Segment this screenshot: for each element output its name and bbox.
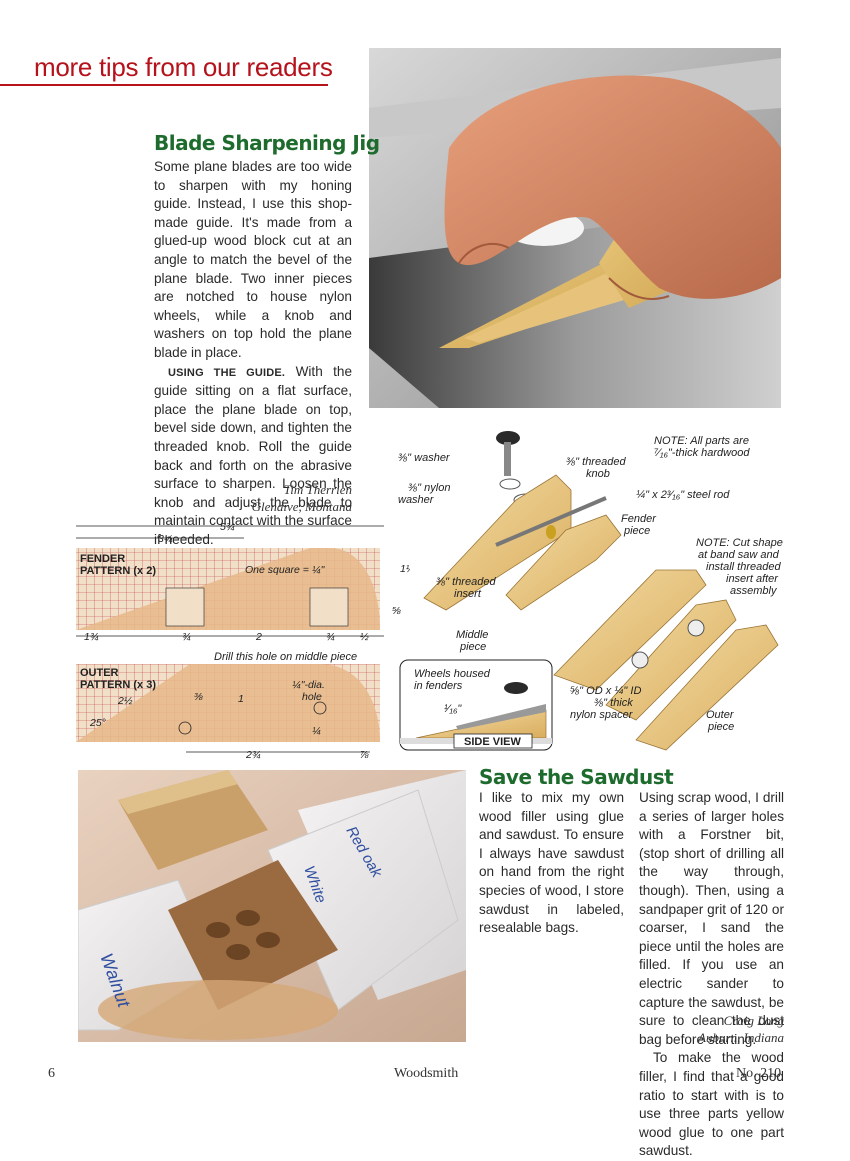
dimension-label: ¼: [312, 725, 321, 737]
note-band-saw: install threaded: [706, 561, 781, 573]
paragraph: Some plane blades are too wide to sharpe…: [154, 159, 352, 360]
article-title-blade-jig: Blade Sharpening Jig: [154, 131, 380, 155]
callout-threaded-knob: ⅜" threaded: [566, 456, 626, 468]
note-hardwood: NOTE: All parts are: [654, 435, 749, 447]
callout-middle-piece: piece: [459, 641, 486, 653]
dimension-label: 1½: [400, 563, 410, 575]
pattern-label: PATTERN (x 3): [80, 679, 156, 691]
exploded-view: ⅜" washer ⅜" nylon washer ⅜" threaded kn…: [398, 431, 783, 751]
author-credit-1: Tim Therrien Glendive, Montana: [154, 481, 352, 515]
paragraph: USING THE GUIDE. With the guide sitting …: [154, 363, 352, 550]
callout-threaded-insert: insert: [454, 588, 482, 600]
dimension-label: 3¼: [158, 533, 173, 545]
article-body-blade-jig: Some plane blades are too wide to sharpe…: [154, 158, 352, 549]
jig-photo: [369, 48, 781, 408]
dimension-label: 5¾: [220, 521, 235, 533]
callout-threaded-insert: ⅜" threaded: [436, 576, 496, 588]
run-in-heading: USING THE GUIDE.: [168, 366, 286, 379]
dimension-label: ¾: [182, 631, 191, 643]
note-band-saw: insert after: [726, 573, 779, 585]
callout-nylon-washer: ⅜" nylon: [408, 482, 450, 494]
pattern-label: PATTERN (x 2): [80, 565, 156, 577]
section-title: more tips from our readers: [34, 52, 333, 82]
note-hardwood: ⁷⁄₁₆"-thick hardwood: [654, 447, 750, 459]
dimension-label: ⅞: [360, 749, 369, 761]
page-number: 6: [48, 1066, 55, 1081]
author-location: Auburn, Indiana: [698, 1030, 784, 1045]
author-name: Tim Therrien: [283, 482, 352, 497]
callout-threaded-knob: knob: [586, 468, 610, 480]
author-location: Glendive, Montana: [251, 499, 352, 514]
hole-note: hole: [302, 691, 322, 703]
dimension-label: ⅝: [392, 605, 401, 617]
dimension-label: ⅜: [194, 691, 203, 703]
pattern-label: OUTER: [80, 667, 119, 679]
paragraph-text: With the guide sitting on a flat surface…: [154, 363, 352, 547]
magazine-name: Woodsmith: [394, 1066, 459, 1081]
dimension-label: 1: [238, 693, 244, 705]
callout-wheels: Wheels housed: [414, 668, 491, 680]
pattern-drawings: 5¾ 3¼ FENDER PATTERN (x 2) One square = …: [76, 521, 410, 761]
sawdust-photo: Walnut White Red oak: [78, 770, 466, 1042]
callout-fender-piece: Fender: [621, 513, 657, 525]
angle-label: 25°: [89, 717, 106, 729]
paragraph: Using scrap wood, I drill a series of la…: [639, 790, 784, 1047]
callout-nylon-spacer: ⅝" OD x ¼" ID: [570, 685, 641, 697]
dimension-label: 1¾: [84, 631, 99, 643]
callout-outer-piece: piece: [707, 721, 734, 733]
issue-number: No. 210: [736, 1066, 782, 1081]
article-body-sawdust-col1: I like to mix my own wood filler using g…: [479, 789, 624, 938]
author-credit-2: Craig Long Auburn, Indiana: [639, 1012, 784, 1046]
callout-steel-rod: ¼" x 2³⁄₁₆" steel rod: [636, 489, 730, 501]
callout-nylon-washer: washer: [398, 494, 435, 506]
scale-note: One square = ¼": [245, 564, 326, 576]
paragraph: I like to mix my own wood filler using g…: [479, 790, 624, 936]
callout-wheels: in fenders: [414, 680, 463, 692]
dimension-label: ¾: [326, 631, 335, 643]
dimension-label: 2: [255, 631, 262, 643]
author-name: Craig Long: [723, 1013, 784, 1028]
article-body-sawdust-col2: Using scrap wood, I drill a series of la…: [639, 789, 784, 1161]
callout-nylon-spacer: nylon spacer: [570, 709, 634, 721]
dimension-label: ½: [360, 631, 369, 643]
drill-note: Drill this hole on middle piece: [214, 651, 357, 663]
note-band-saw: at band saw and: [698, 549, 780, 561]
note-band-saw: NOTE: Cut shape: [696, 537, 783, 549]
section-rule: [0, 84, 328, 86]
callout-washer: ⅜" washer: [398, 452, 451, 464]
callout-fender-piece: piece: [623, 525, 650, 537]
dimension-label: 2½: [117, 695, 133, 707]
note-band-saw: assembly: [730, 585, 778, 597]
callout-nylon-spacer: ⅜" thick: [594, 697, 633, 709]
callout-side-dim: ¹⁄₁₆": [444, 703, 462, 715]
hole-note: ¼"-dia.: [292, 679, 325, 691]
pattern-label: FENDER: [80, 553, 125, 565]
article-title-sawdust: Save the Sawdust: [479, 765, 674, 789]
callout-middle-piece: Middle: [456, 629, 488, 641]
dimension-label: 2¾: [245, 749, 261, 761]
side-view-label: SIDE VIEW: [464, 736, 521, 748]
callout-outer-piece: Outer: [706, 709, 735, 721]
